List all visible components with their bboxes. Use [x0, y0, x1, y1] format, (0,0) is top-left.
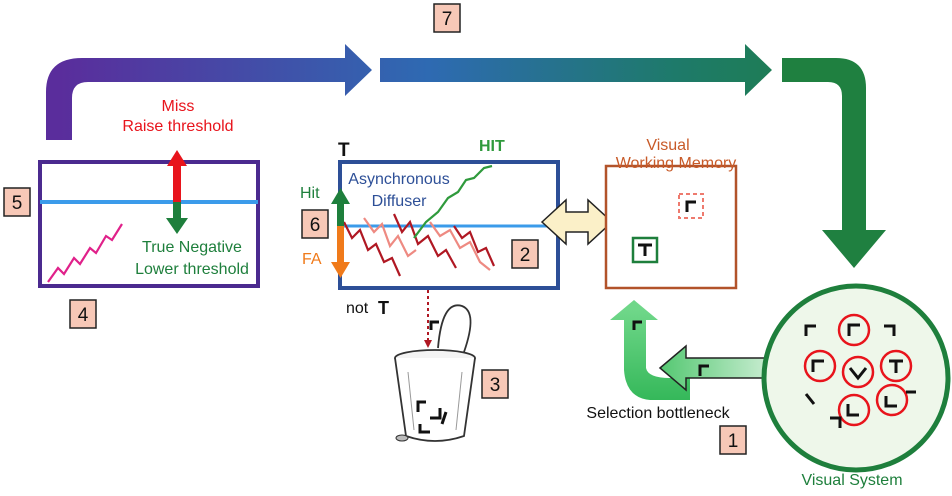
miss-label: Miss: [162, 98, 195, 115]
attended-item-ring: [879, 349, 913, 383]
attended-item-ring: [875, 383, 909, 417]
vwm-item-l-glyph: [685, 200, 696, 212]
fa-label: FA: [302, 251, 322, 268]
svg-text:4: 4: [78, 305, 89, 326]
raise-threshold-arrow-shaft: [173, 166, 181, 202]
step-badge-4: 4: [69, 299, 97, 329]
discarded-item-icon: [429, 320, 439, 330]
diffuser-title-line2: Diffuser: [372, 193, 428, 210]
raise-threshold-label: Raise threshold: [122, 118, 233, 135]
attended-item-ring: [803, 349, 837, 383]
attended-item-ring: [841, 355, 875, 389]
hit-label: Hit: [300, 185, 320, 202]
vwm-target-item: [631, 236, 659, 264]
attended-item-ring: [837, 393, 871, 427]
visual-items: [804, 323, 916, 428]
svg-text:7: 7: [442, 9, 453, 30]
evidence-trace-dark-red-3: [453, 225, 496, 267]
evidence-trace-dark-red-2: [392, 213, 457, 269]
vwm-title-line1: Visual: [646, 137, 689, 154]
evidence-trace-light-red-1: [363, 217, 417, 258]
vwm-item-t-glyph: [638, 243, 652, 256]
svg-text:5: 5: [12, 193, 23, 214]
not-label: not: [346, 300, 369, 317]
step-badge-2: 2: [511, 239, 539, 269]
raise-threshold-arrow-head: [167, 150, 187, 166]
lower-threshold-label: Lower threshold: [135, 261, 249, 278]
selected-item-glyph: [632, 320, 642, 330]
feedback-arrow-middle-segment: [380, 44, 772, 96]
evidence-trace-pink: [47, 223, 123, 283]
fa-arrow-shaft: [337, 226, 344, 264]
true-negative-label: True Negative: [142, 239, 242, 256]
step-badge-3: 3: [481, 369, 509, 399]
step-badge-1: 1: [719, 425, 747, 455]
svg-text:1: 1: [728, 431, 739, 452]
visual-working-memory-box: [604, 164, 738, 290]
attended-item-ring: [837, 313, 871, 347]
vwm-title-line2: Working Memory: [616, 155, 737, 172]
lower-threshold-arrow-shaft: [173, 202, 181, 220]
vwm-dashed-item: [678, 193, 704, 219]
bottleneck-item-glyph: [698, 364, 709, 376]
step-badge-5: 5: [3, 187, 31, 217]
svg-text:3: 3: [490, 375, 501, 396]
visual-system-circle: [761, 283, 951, 473]
target-t-glyph: T: [338, 140, 350, 161]
hit-arrow-head: [331, 188, 350, 204]
not-t-glyph: T: [378, 298, 389, 318]
evidence-trace-dark-red-1: [343, 221, 402, 277]
evidence-trace-light-red-2: [429, 221, 491, 271]
selection-bottleneck-label: Selection bottleneck: [586, 405, 730, 422]
hit-arrow-shaft: [337, 202, 344, 226]
selection-to-vwm-arrow: [610, 300, 690, 400]
step-badge-6: 6: [301, 209, 329, 239]
lower-threshold-arrow-head: [166, 218, 188, 234]
feedback-arrow-down-segment: [782, 58, 886, 268]
evidence-trace-hit: [413, 164, 493, 239]
visual-system-label: Visual System: [801, 472, 902, 489]
trash-can-icon: [394, 304, 476, 442]
feedback-loop-arrow: [46, 44, 886, 268]
fa-arrow-head: [331, 262, 350, 278]
hit-trace-label: HIT: [479, 138, 505, 155]
threshold-box: [38, 150, 260, 288]
svg-text:6: 6: [310, 215, 321, 236]
diffuser-title-line1: Asynchronous: [348, 171, 449, 188]
svg-text:2: 2: [520, 245, 531, 266]
step-badge-7: 7: [433, 3, 461, 33]
feedback-arrow-left-segment: [46, 44, 372, 140]
